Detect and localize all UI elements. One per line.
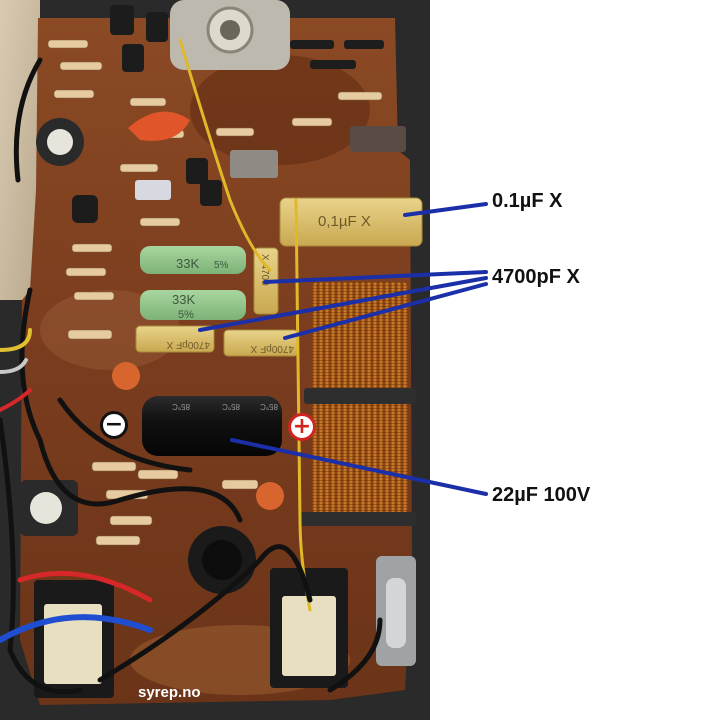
callout-cap-4700: 4700pF X <box>492 266 580 288</box>
terminal-block-left <box>34 580 114 698</box>
callout-cap-01: 0.1µF X <box>492 190 563 212</box>
capacitor-0-1uF-x: 0,1µF X <box>279 197 423 247</box>
socket-hole <box>202 540 242 580</box>
pcb-board <box>20 18 412 705</box>
orange-capacitor <box>112 362 140 390</box>
elco-temp-b: 85°C <box>222 402 240 411</box>
callout-line-elco <box>230 438 488 496</box>
watermark: syrep.no <box>138 684 201 701</box>
orange-capacitor <box>256 482 284 510</box>
capacitor-4700pF-right: 4700pF X <box>223 329 299 357</box>
inductor-coil <box>300 282 416 526</box>
terminal-block-right <box>270 568 348 688</box>
grey-module <box>230 150 278 178</box>
wires <box>0 38 383 695</box>
fuse-holder <box>376 556 416 666</box>
minus-polarity-icon: − <box>100 411 128 439</box>
callout-line-4700-b <box>198 276 488 332</box>
elco-temp-c: 85°C <box>260 402 278 411</box>
orange-capacitor <box>128 111 190 141</box>
elco-temp-a: 85°C <box>172 402 190 411</box>
cap-01-print: 0,1µF X <box>318 213 371 230</box>
res-33k-top-tol: 5% <box>214 260 229 271</box>
res-33k-bot-value: 33K <box>172 292 195 307</box>
trimmer-pot-knob <box>30 492 62 524</box>
res-33k-top-value: 33K <box>176 256 199 271</box>
resistor-33k-bottom: 33K 5% <box>140 290 246 321</box>
diodes <box>290 40 384 69</box>
transistor <box>110 5 134 35</box>
cap-4700-c-print: X 4700 <box>259 254 270 286</box>
small-resistors <box>47 39 383 546</box>
transistor <box>200 180 222 206</box>
transistor <box>146 12 168 42</box>
capacitor-4700pF-left: 4700pF X <box>135 325 215 353</box>
top-bushing-hole <box>220 20 240 40</box>
plus-polarity-icon: + <box>288 413 316 441</box>
cap-4700-b-print: 4700pF X <box>250 343 294 354</box>
transistor <box>122 44 144 72</box>
grey-module <box>350 126 406 152</box>
glass-component <box>135 180 171 200</box>
cap-4700-a-print: 4700pF X <box>166 339 210 350</box>
resistor-33k-top: 33K 5% <box>140 246 246 274</box>
callout-line-cap01 <box>403 202 488 217</box>
callout-elco: 22µF 100V <box>492 484 591 506</box>
callout-line-4700-c <box>283 282 488 340</box>
white-margin <box>430 0 720 720</box>
res-33k-bot-tol: 5% <box>178 309 194 321</box>
callout-lines <box>198 202 488 496</box>
transistor <box>186 158 208 184</box>
trimmer-pot-knob <box>47 129 73 155</box>
board-stain <box>190 55 370 165</box>
transistor <box>72 195 98 223</box>
electrolytic-capacitor-22uF: 85°C 85°C 85°C <box>142 396 282 456</box>
callout-line-4700-a <box>263 270 488 284</box>
